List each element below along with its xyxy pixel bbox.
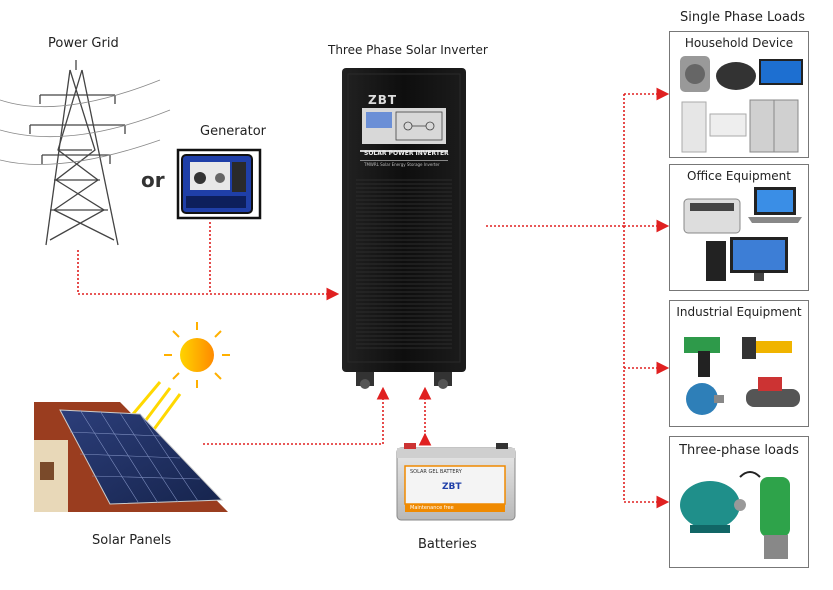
sun-icon — [126, 322, 230, 433]
connection-arrows — [77, 87, 670, 509]
batteries-label: Batteries — [418, 537, 477, 552]
inverter-panel-title: SOLAR POWER INVERTER — [364, 150, 449, 157]
household-device-title: Household Device — [684, 36, 794, 50]
single-phase-loads-label: Single Phase Loads — [680, 10, 806, 25]
inverter-cabinet — [342, 68, 466, 389]
motor-pump-icon — [680, 471, 790, 559]
battery-label-line2: Maintenance free — [410, 505, 454, 511]
inverter-panel-subtitle: TMWRL Solar Energy Storage Inverter — [364, 162, 440, 167]
solar-panels-icon — [34, 402, 228, 512]
battery-brand: ZBT — [442, 482, 462, 492]
solar-panels-label: Solar Panels — [92, 533, 172, 548]
battery-icon — [396, 443, 516, 521]
power-grid-label: Power Grid — [48, 36, 119, 51]
industrial-equipment-title: Industrial Equipment — [676, 305, 802, 319]
three-phase-loads-title: Three-phase loads — [679, 443, 799, 458]
or-label: or — [141, 168, 165, 192]
office-equipment-box: Office Equipment — [669, 164, 809, 291]
inverter-brand: ZBT — [368, 93, 398, 107]
household-appliances-icon — [680, 56, 803, 153]
generator-label: Generator — [200, 124, 267, 139]
three-phase-loads-box: Three-phase loads — [669, 436, 809, 568]
industrial-tools-icon — [684, 337, 800, 415]
industrial-equipment-box: Industrial Equipment — [669, 300, 809, 427]
battery-label-line1: SOLAR GEL BATTERY — [410, 469, 462, 475]
inverter-label: Three Phase Solar Inverter — [328, 43, 488, 57]
office-devices-icon — [683, 187, 802, 281]
office-equipment-title: Office Equipment — [687, 169, 791, 183]
grid-to-inverter-arrow — [77, 250, 340, 301]
power-tower-icon — [0, 60, 171, 246]
solar-to-inverter-arrow — [203, 386, 390, 445]
household-device-box: Household Device — [669, 31, 809, 158]
generator-icon — [176, 148, 262, 220]
